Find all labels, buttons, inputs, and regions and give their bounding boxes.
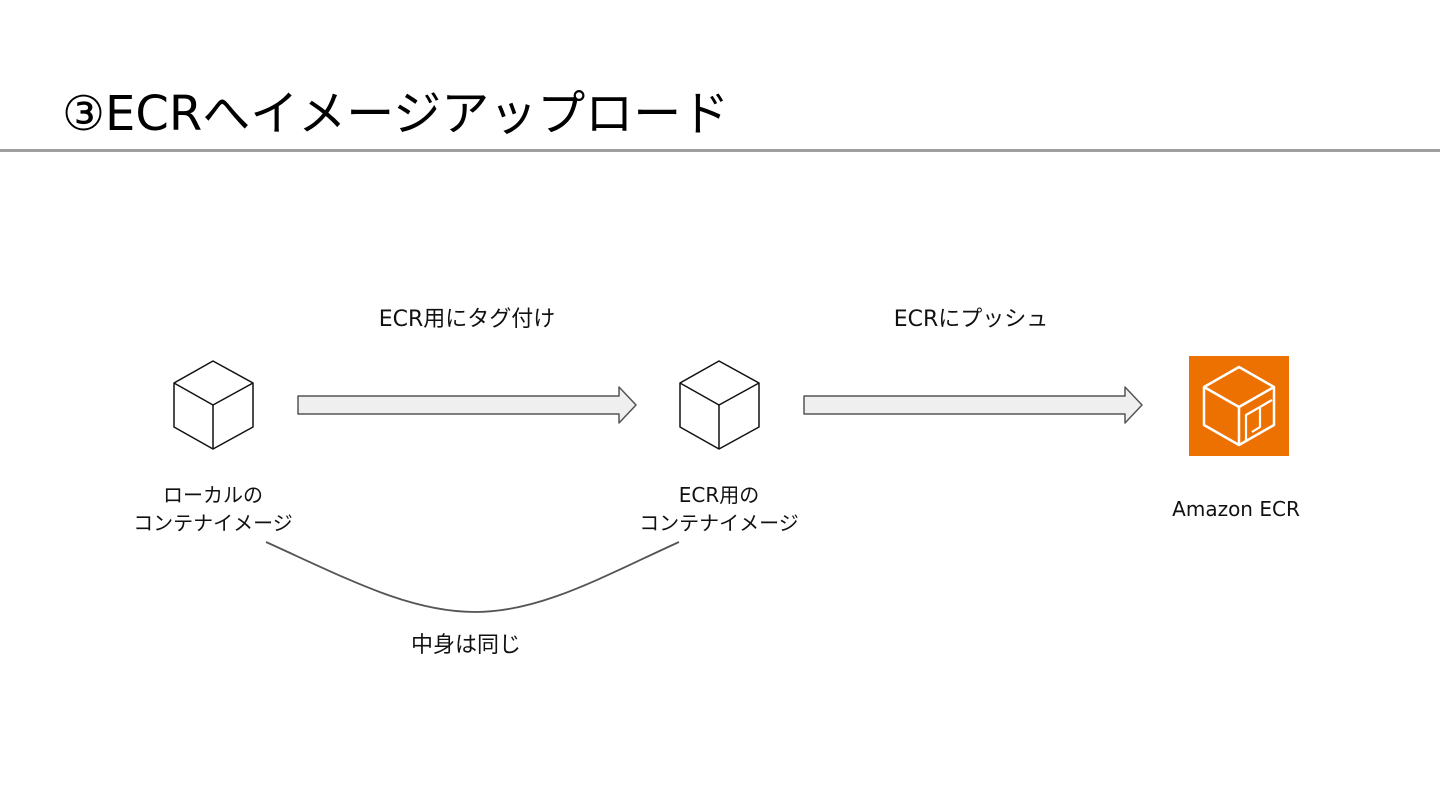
container-image-icon: [173, 360, 254, 450]
caption-line: コンテナイメージ: [133, 511, 293, 535]
caption-line: コンテナイメージ: [639, 511, 799, 535]
relation-label: 中身は同じ: [410, 633, 521, 658]
same-content-curve: [265, 541, 680, 613]
push-arrow: [803, 386, 1143, 424]
container-image-icon: [679, 360, 760, 450]
amazon-ecr-icon: [1189, 356, 1289, 456]
caption-line: Amazon ECR: [1172, 497, 1300, 521]
caption-line: ローカルの: [163, 483, 263, 507]
node-caption-amazon-ecr: Amazon ECR: [1116, 495, 1356, 523]
caption-line: ECR用の: [678, 483, 760, 507]
title-divider: [0, 149, 1440, 152]
page-title: ③ECRへイメージアップロード: [62, 86, 730, 142]
node-caption-ecr-image: ECR用の コンテナイメージ: [599, 481, 839, 537]
tag-arrow: [297, 386, 637, 424]
node-caption-local-image: ローカルの コンテナイメージ: [93, 481, 333, 537]
step-label-tag: ECR用にタグ付け: [378, 307, 556, 332]
step-label-push: ECRにプッシュ: [893, 307, 1049, 332]
